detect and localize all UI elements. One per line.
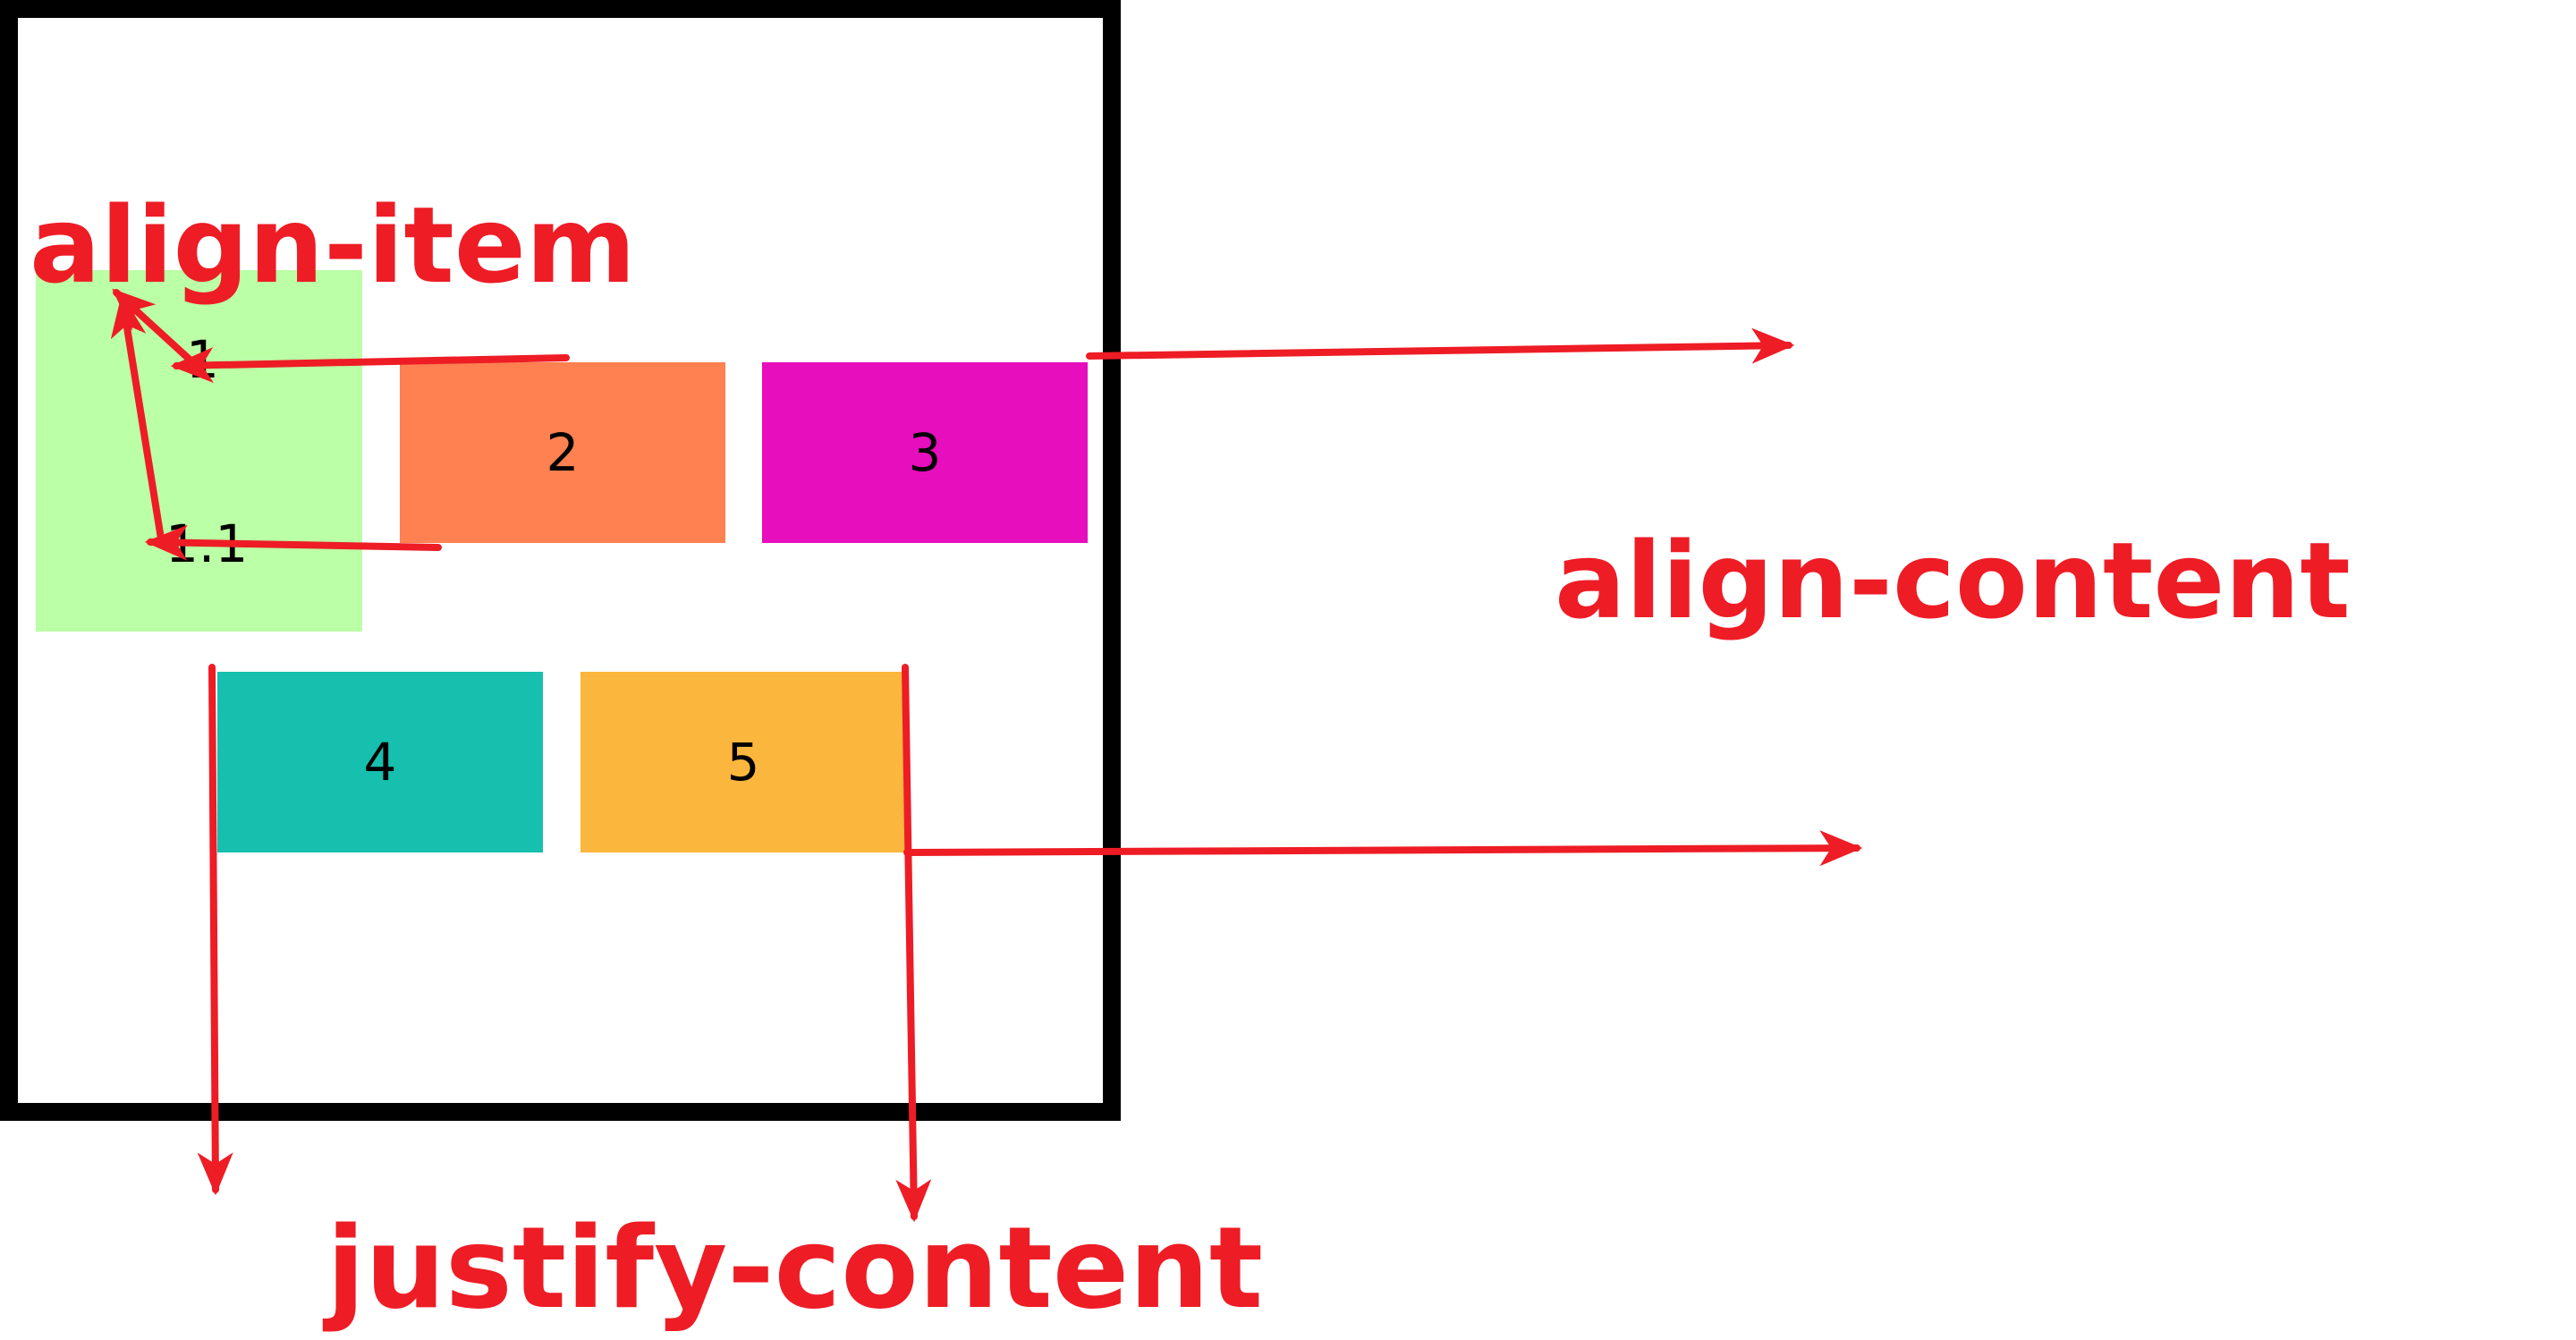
justify-content-annotation: justify-content xyxy=(326,1202,1264,1334)
flex-item-2-label: 2 xyxy=(546,422,580,483)
flex-item-3-label: 3 xyxy=(908,422,942,483)
flex-item-1-1-label: 1.1 xyxy=(165,513,249,574)
flex-item-4-label: 4 xyxy=(363,732,397,793)
flex-item-3: 3 xyxy=(762,362,1088,543)
flex-item-4: 4 xyxy=(217,672,543,852)
flex-item-5: 5 xyxy=(580,672,906,852)
arrow-align-content-top xyxy=(1086,327,1795,364)
flex-item-1: 1 1.1 xyxy=(36,270,362,632)
align-content-annotation: align-content xyxy=(1555,519,2351,642)
align-item-annotation: align-item xyxy=(30,183,636,307)
flex-item-1-label: 1 xyxy=(186,329,219,390)
flex-item-5-label: 5 xyxy=(726,732,760,793)
flex-item-2: 2 xyxy=(400,362,725,543)
